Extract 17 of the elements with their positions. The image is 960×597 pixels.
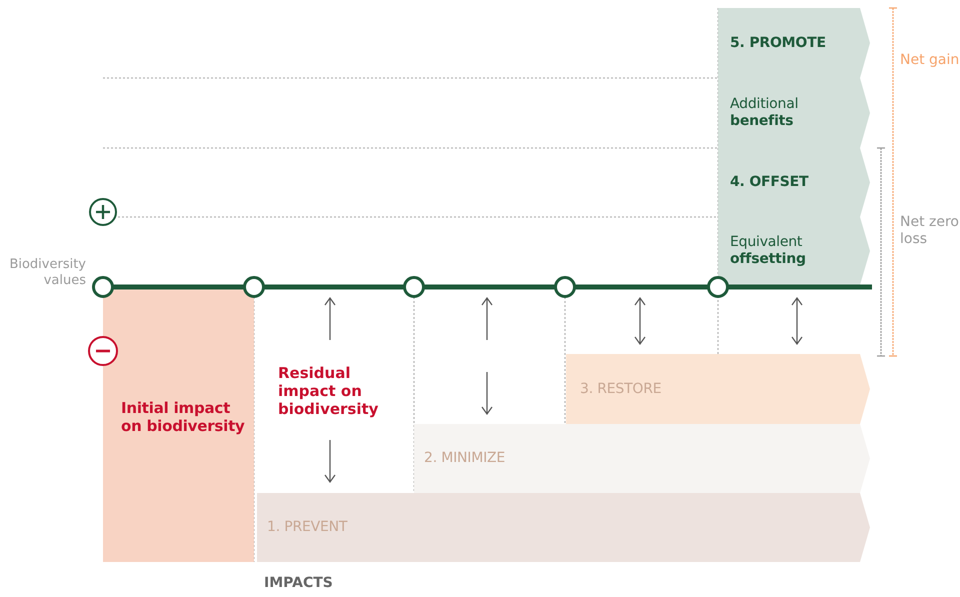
range-label: Net zero loss <box>900 214 960 248</box>
axis-label: IMPACTS <box>264 575 334 592</box>
band-label: Initial impact on biodiversity <box>121 399 246 435</box>
band-label: 2. MINIMIZE <box>424 450 506 467</box>
annotation: Residual impact on biodiversity <box>278 364 380 418</box>
band-label: 3. RESTORE <box>580 380 662 398</box>
arrow-band <box>257 493 870 562</box>
axis-label: Biodiversity values <box>8 257 86 288</box>
impact-block <box>103 289 254 562</box>
band-label: 5. PROMOTE <box>730 34 826 52</box>
band-label: 4. OFFSET <box>730 174 808 191</box>
band-label: 1. PREVENT <box>267 519 348 536</box>
band-label: Equivalent offsetting <box>730 234 807 268</box>
arrow-band <box>566 354 870 424</box>
arrow-band <box>414 424 870 493</box>
band-label: Additional benefits <box>730 96 800 130</box>
range-label: Net gain <box>900 52 960 69</box>
